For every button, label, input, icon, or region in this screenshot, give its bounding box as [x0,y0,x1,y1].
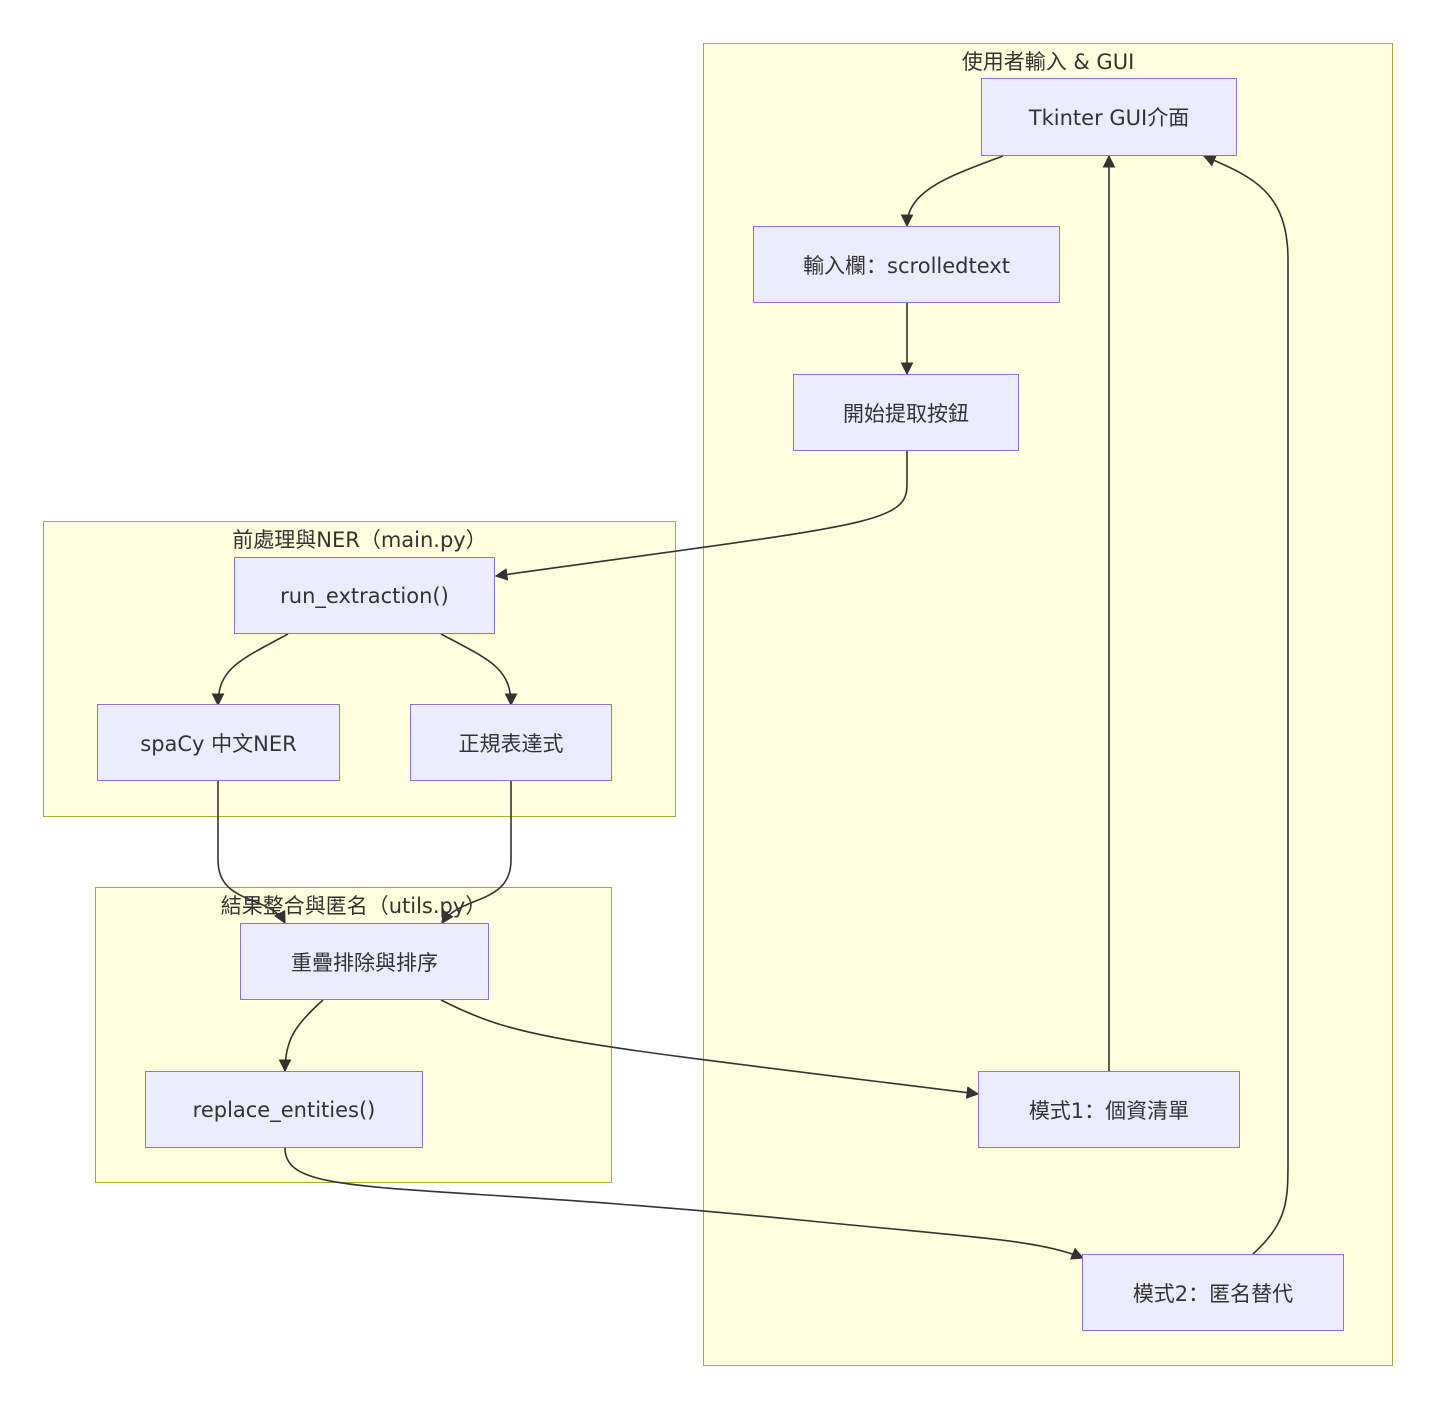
node-mode2-anonymize: 模式2：匿名替代 [1082,1254,1344,1331]
node-dedupe-sort: 重疊排除與排序 [240,923,489,1000]
node-run-extraction: run_extraction() [234,557,495,634]
node-mode1-list: 模式1：個資清單 [978,1071,1240,1148]
subgraph-utils-label: 結果整合與匿名（utils.py） [220,894,487,918]
subgraph-gui-label: 使用者輸入 & GUI [961,50,1135,74]
node-tkinter-gui: Tkinter GUI介面 [981,78,1237,156]
node-spacy-ner: spaCy 中文NER [97,704,340,781]
node-regex: 正規表達式 [410,704,612,781]
node-start-button: 開始提取按鈕 [793,374,1019,451]
subgraph-ner-label: 前處理與NER（main.py） [232,528,487,552]
node-replace-entities: replace_entities() [145,1071,423,1148]
node-input-field: 輸入欄：scrolledtext [753,226,1060,303]
